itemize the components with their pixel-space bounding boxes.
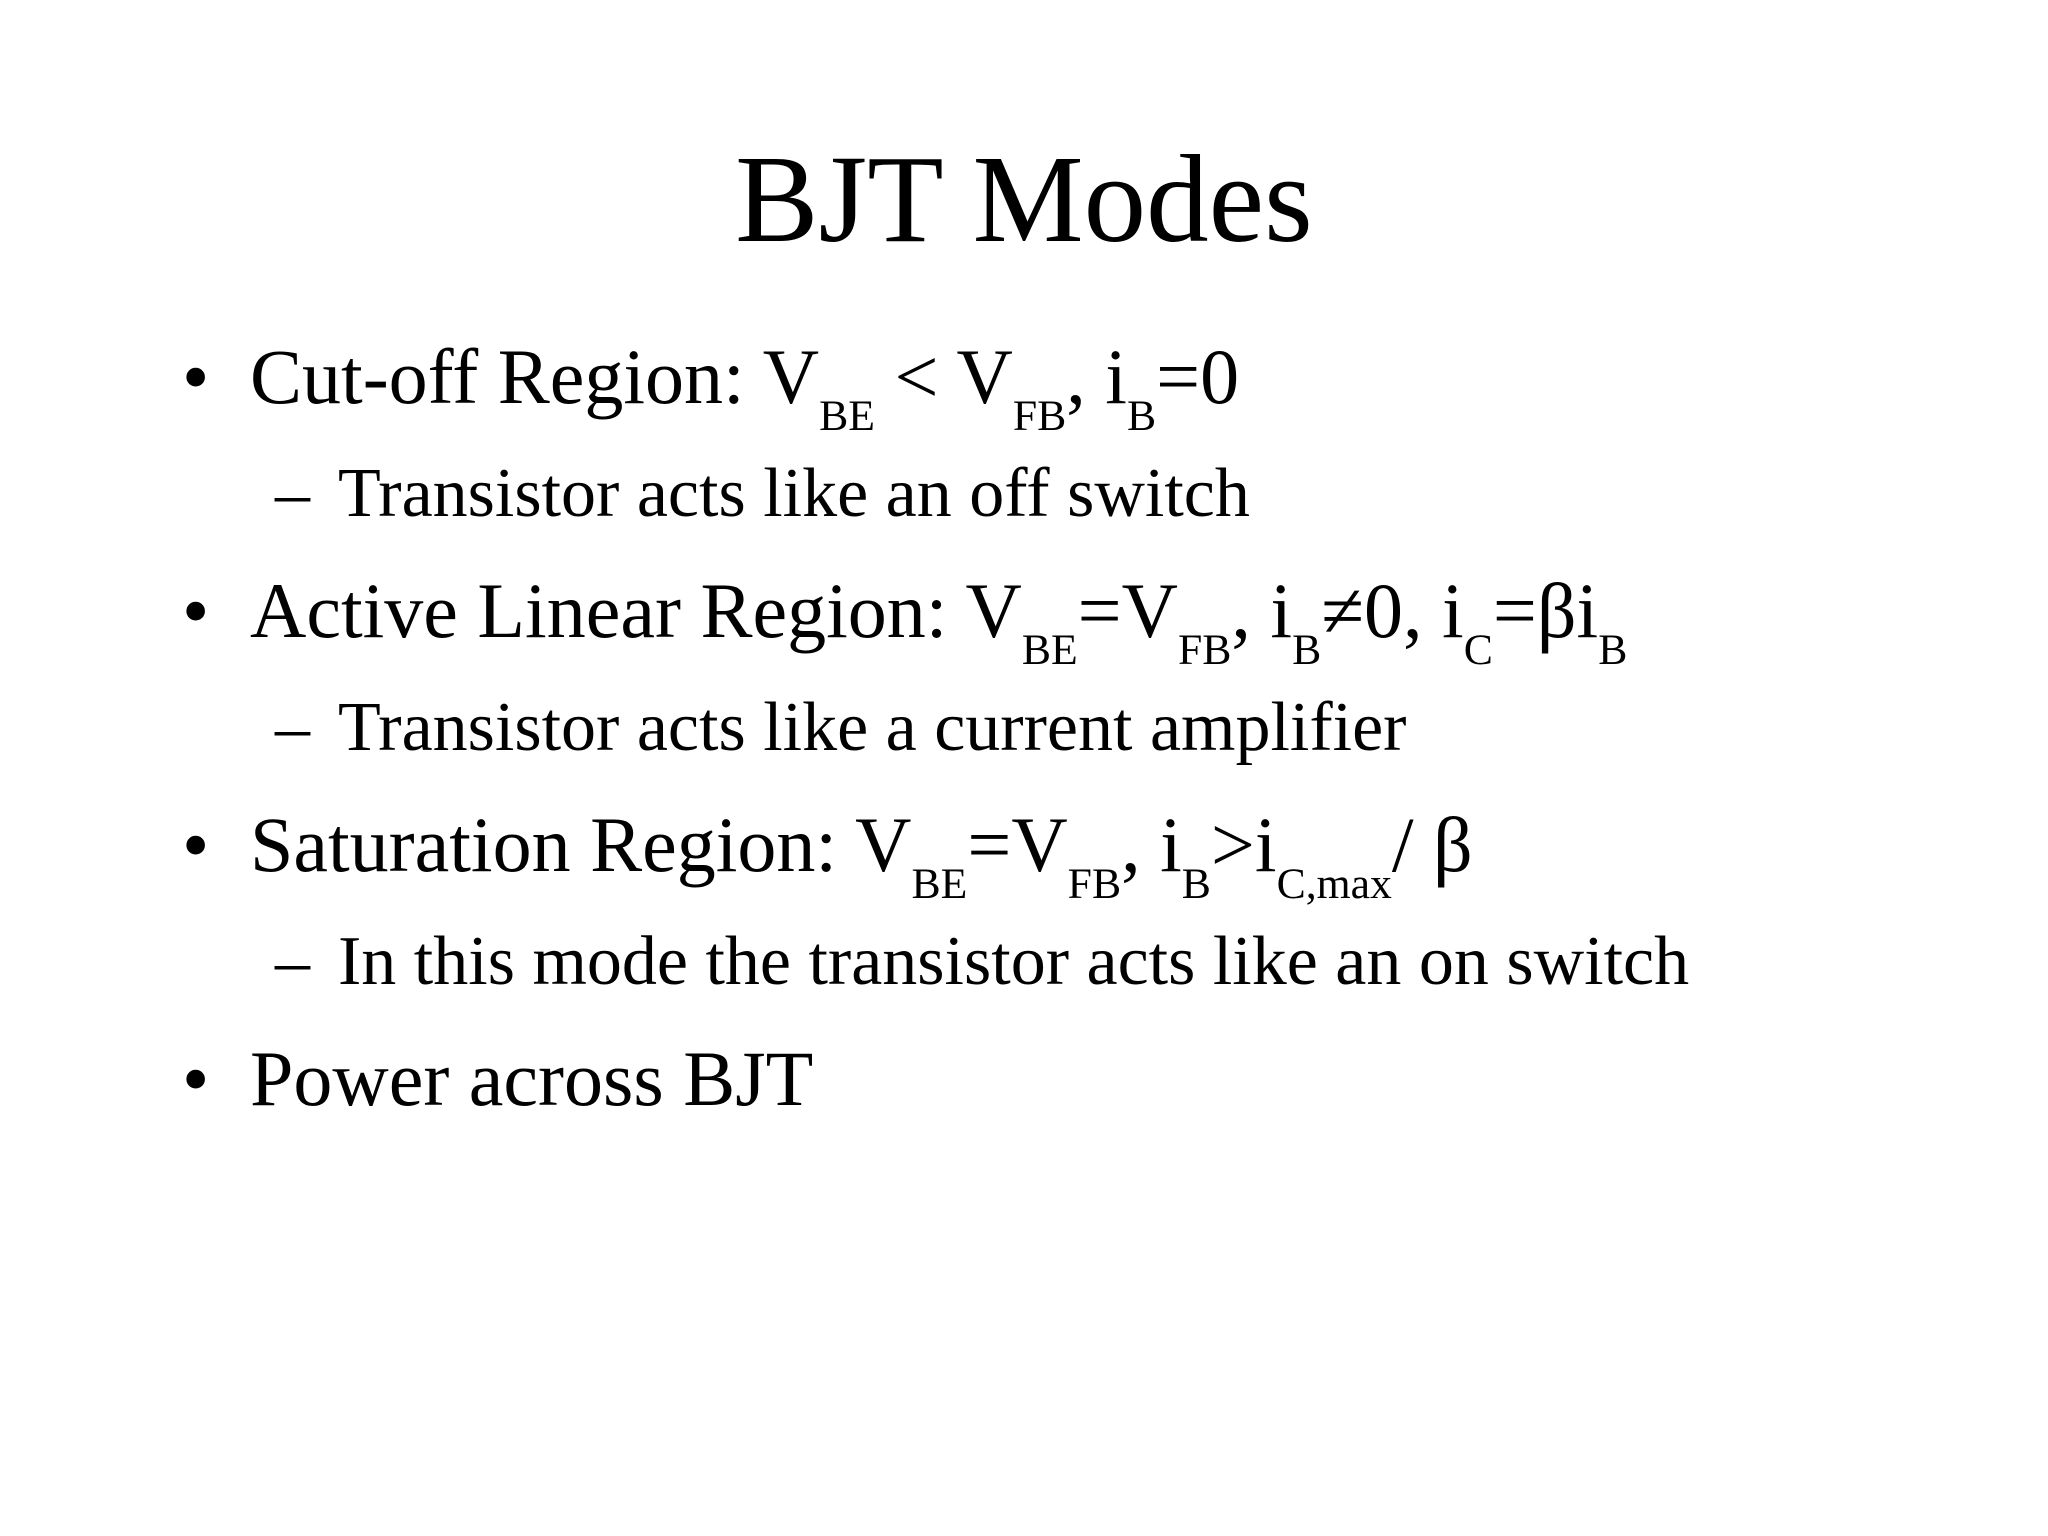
subscript-text: BE [1021,626,1078,675]
sub-bullet-text: In this mode the transistor acts like an… [338,923,1690,1000]
subscript-text: FB [1012,392,1067,441]
bullet-item: • Power across BJT [0,1020,2048,1137]
bullet-marker-icon: • [182,567,210,654]
bullet-item: • Active Linear Region: VBE=VFB, iB≠0, iC… [0,552,2048,675]
bullet-list: •Cut-off Region: VBE < VFB, iB=0–Transis… [0,318,2048,1137]
subscript-text: BE [819,392,875,441]
subscript-text: FB [1178,626,1232,675]
subscript-text: B [1292,626,1322,675]
bullet-text: Cut-off Region: VBE < VFB, iB=0 [250,333,1240,441]
sub-bullet-item: –Transistor acts like a current amplifie… [0,669,2048,786]
bullet-item: • Saturation Region: VBE=VFB, iB>iC,max/ … [0,786,2048,909]
subscript-text: FB [1067,860,1122,909]
sub-bullet-item: –In this mode the transistor acts like a… [0,903,2048,1020]
subscript-text: C,max [1276,860,1392,909]
bullet-text: Active Linear Region: VBE=VFB, iB≠0, iC=… [250,567,1628,675]
bullet-marker-icon: • [182,801,210,888]
dash-marker-icon: – [275,923,310,1000]
bullet-marker-icon: • [182,333,210,420]
sub-bullet-text: Transistor acts like a current amplifier [338,689,1407,766]
bullet-text: Saturation Region: VBE=VFB, iB>iC,max/ β [250,801,1473,909]
subscript-text: B [1181,860,1211,909]
bullet-text: Power across BJT [250,1035,814,1122]
subscript-text: B [1126,392,1157,441]
dash-marker-icon: – [275,689,310,766]
subscript-text: BE [911,860,968,909]
subscript-text: C [1463,626,1493,675]
sub-bullet-item: –Transistor acts like an off switch [0,435,2048,552]
slide-title: BJT Modes [735,131,1313,269]
bullet-marker-icon: • [182,1035,210,1122]
sub-bullet-text: Transistor acts like an off switch [338,455,1250,532]
bullet-item: • Cut-off Region: VBE < VFB, iB=0 [0,318,2048,441]
subscript-text: B [1598,626,1628,675]
dash-marker-icon: – [275,455,310,532]
